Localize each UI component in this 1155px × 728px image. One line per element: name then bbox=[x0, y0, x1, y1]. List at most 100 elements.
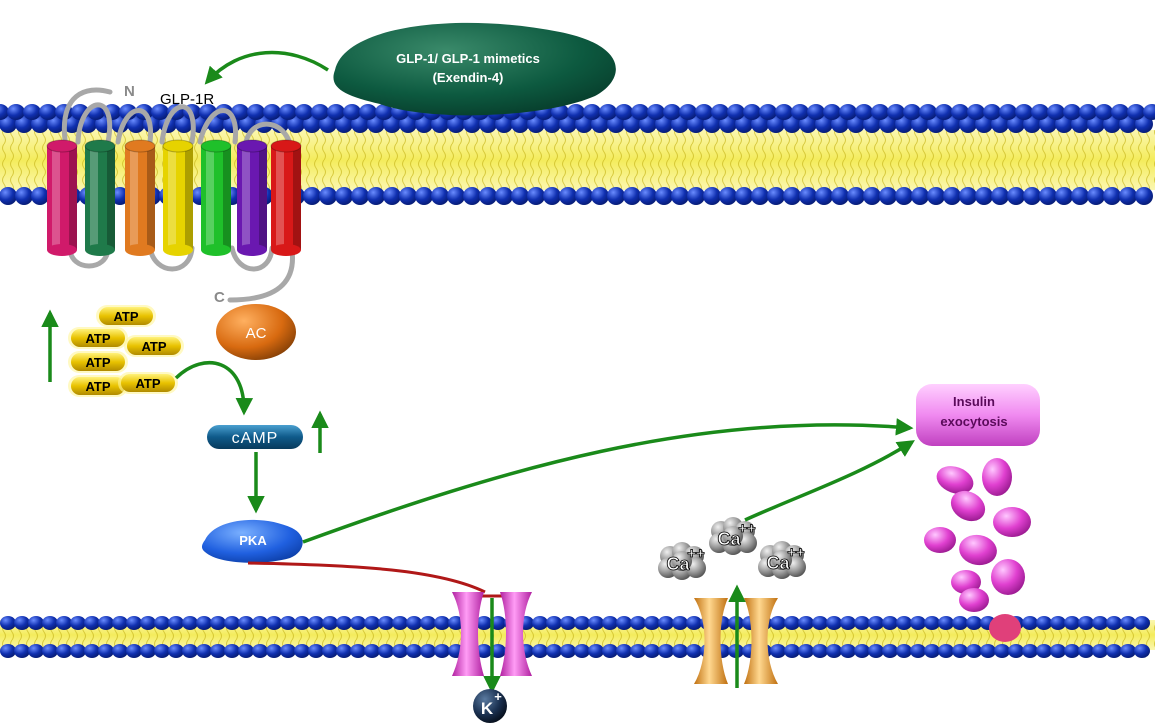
lipid-head bbox=[1036, 644, 1052, 658]
atp-label: ATP bbox=[85, 331, 110, 346]
lipid-head bbox=[490, 644, 506, 658]
lipid-head bbox=[543, 187, 561, 205]
lipid-head bbox=[616, 644, 632, 658]
lipid-head bbox=[14, 644, 30, 658]
lipid-head bbox=[623, 187, 641, 205]
lipid-head bbox=[903, 104, 921, 120]
lipid-head bbox=[111, 187, 129, 205]
receptor-c-terminus: C bbox=[214, 289, 225, 306]
lipid-head bbox=[63, 115, 81, 133]
lipid-head bbox=[644, 616, 660, 630]
atp-molecule: ATP bbox=[68, 327, 128, 349]
lipid-head bbox=[896, 644, 912, 658]
ligand-label-line1: GLP-1/ GLP-1 mimetics bbox=[396, 51, 540, 66]
lipid-head bbox=[546, 616, 562, 630]
lipid-head bbox=[1095, 104, 1113, 120]
protein-kinase-a: PKA bbox=[201, 519, 303, 563]
lipid-head bbox=[140, 616, 156, 630]
lipid-head bbox=[308, 616, 324, 630]
lipid-head bbox=[546, 644, 562, 658]
atp-label: ATP bbox=[135, 376, 160, 391]
lipid-head bbox=[695, 104, 713, 120]
lipid-head bbox=[938, 616, 954, 630]
k-atp-channel bbox=[452, 592, 532, 694]
lipid-head bbox=[335, 115, 353, 133]
lipid-head bbox=[767, 115, 785, 133]
lipid-head bbox=[294, 644, 310, 658]
lipid-head bbox=[743, 104, 761, 120]
lipid-head bbox=[855, 104, 873, 120]
lipid-head bbox=[879, 187, 897, 205]
lipid-head bbox=[392, 644, 408, 658]
lipid-head bbox=[1036, 616, 1052, 630]
lipid-head bbox=[532, 616, 548, 630]
lipid-head bbox=[910, 616, 926, 630]
k-ion-charge: + bbox=[494, 689, 502, 704]
lipid-head bbox=[0, 644, 16, 658]
ca-symbol: Ca bbox=[766, 553, 790, 573]
lipid-head bbox=[375, 104, 393, 120]
lipid-head bbox=[727, 104, 745, 120]
lipid-head bbox=[532, 644, 548, 658]
k-ion-circle bbox=[473, 689, 507, 723]
lipid-head bbox=[927, 187, 945, 205]
lipid-head bbox=[938, 644, 954, 658]
receptor-intracellular-loops bbox=[67, 237, 295, 303]
lipid-head bbox=[687, 187, 705, 205]
lipid-head bbox=[924, 644, 940, 658]
lipid-head bbox=[98, 616, 114, 630]
lipid-head bbox=[751, 187, 769, 205]
plasma-membrane-bottom bbox=[0, 616, 1155, 658]
lipid-head bbox=[294, 616, 310, 630]
lipid-head bbox=[238, 644, 254, 658]
lipid-head bbox=[815, 187, 833, 205]
lipid-head bbox=[952, 644, 968, 658]
lipid-head bbox=[31, 115, 49, 133]
lipid-head bbox=[975, 115, 993, 133]
lipid-head bbox=[751, 115, 769, 133]
atp-to-camp-arrow bbox=[174, 361, 254, 416]
lipid-head bbox=[639, 115, 657, 133]
lipid-head bbox=[639, 187, 657, 205]
lipid-head bbox=[14, 616, 30, 630]
lipid-head bbox=[575, 115, 593, 133]
lipid-head bbox=[1127, 104, 1145, 120]
receptor-helix bbox=[200, 139, 232, 256]
lipid-head bbox=[1087, 115, 1105, 133]
lipid-head bbox=[1092, 616, 1108, 630]
lipid-head bbox=[599, 104, 617, 120]
lipid-head bbox=[1135, 115, 1153, 133]
potassium-ion: K + bbox=[473, 689, 507, 723]
lipid-head bbox=[224, 644, 240, 658]
insulin-granule bbox=[993, 507, 1031, 537]
lipid-head bbox=[0, 616, 16, 630]
lipid-head bbox=[1007, 115, 1025, 133]
lipid-head bbox=[703, 115, 721, 133]
lipid-head bbox=[644, 644, 660, 658]
insulin-granule bbox=[982, 458, 1012, 496]
lipid-head bbox=[812, 644, 828, 658]
lipid-head bbox=[28, 616, 44, 630]
receptor-helix bbox=[236, 139, 268, 256]
lipid-head bbox=[1063, 104, 1081, 120]
lipid-head bbox=[1050, 644, 1066, 658]
lipid-head bbox=[399, 115, 417, 133]
lipid-head bbox=[383, 115, 401, 133]
atp-molecule: ATP bbox=[68, 351, 128, 373]
lipid-head bbox=[1119, 115, 1137, 133]
lipid-head bbox=[479, 115, 497, 133]
lipid-head bbox=[463, 187, 481, 205]
lipid-head bbox=[1031, 104, 1049, 120]
lipid-head bbox=[591, 115, 609, 133]
lipid-head bbox=[919, 104, 937, 120]
lipid-head bbox=[140, 644, 156, 658]
insulin-granule bbox=[959, 534, 997, 566]
lipid-head bbox=[1071, 187, 1089, 205]
lipid-head bbox=[686, 644, 702, 658]
lipid-head bbox=[415, 115, 433, 133]
lipid-head bbox=[959, 115, 977, 133]
lipid-head bbox=[839, 104, 857, 120]
camp: cAMP bbox=[207, 425, 303, 449]
lipid-head bbox=[350, 644, 366, 658]
lipid-head bbox=[336, 616, 352, 630]
